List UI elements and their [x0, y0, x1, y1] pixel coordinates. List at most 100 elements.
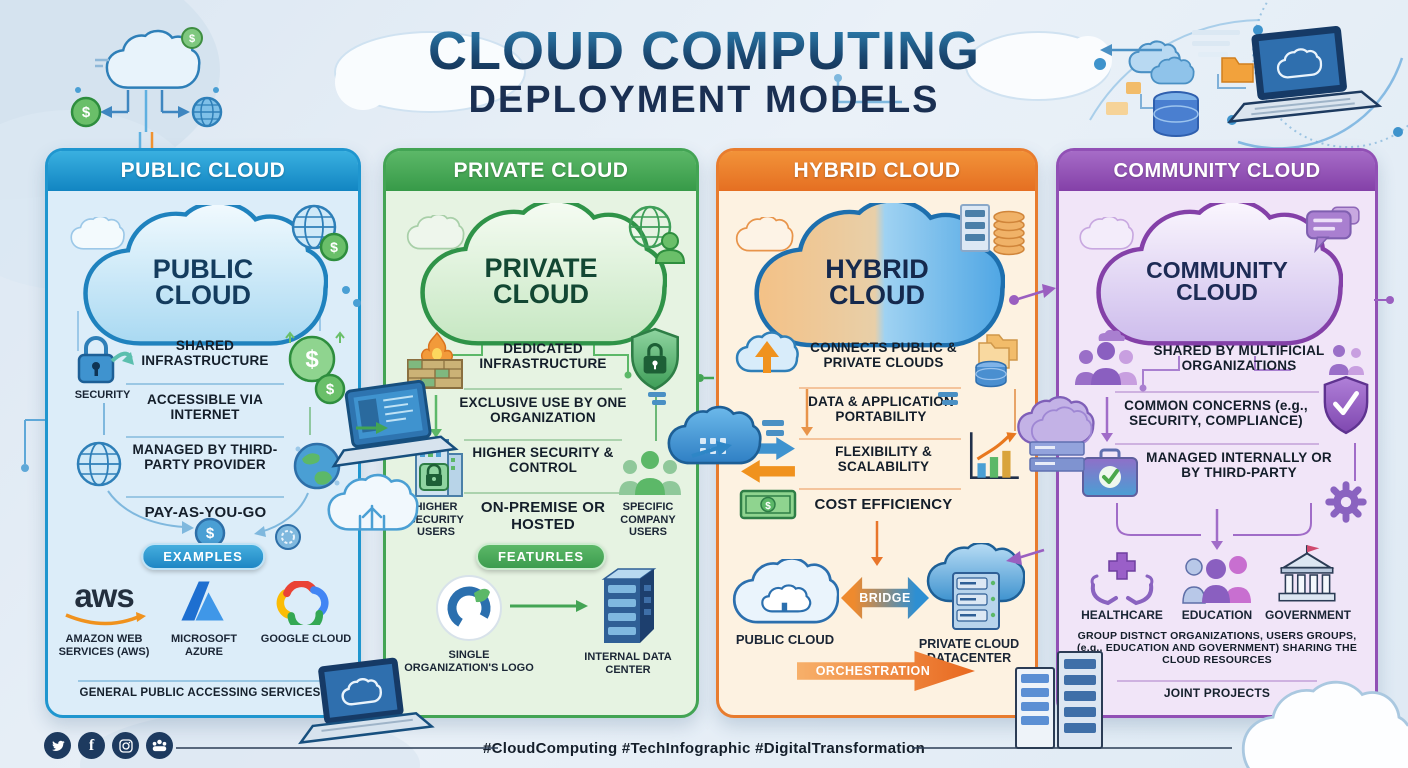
firewall-icon: [407, 331, 463, 389]
internet-globe-icon: [76, 441, 122, 487]
divider: [78, 680, 322, 682]
example-label: GOOGLE CLOUD: [260, 633, 352, 645]
public-cloud-small-icon: [732, 559, 839, 624]
public-cloud-node-label: PUBLIC CLOUD: [735, 632, 835, 647]
private-cloud-body: PRIVATE CLOUD: [386, 191, 696, 715]
community-cloud-header: COMMUNITY CLOUD: [1059, 151, 1375, 191]
example-label: MICROSOFT AZURE: [171, 633, 237, 658]
orchestration-label: ORCHESTRATION: [815, 664, 931, 678]
feature-item: COMMON CONCERNS (e.g., SECURITY, COMPLIA…: [1124, 398, 1308, 429]
divider: [799, 438, 961, 440]
azure-logo: [181, 581, 224, 621]
private-cloud-shape: PRIVATE CLOUD: [415, 203, 667, 353]
sector-label: EDUCATION: [1181, 608, 1253, 622]
dollar-coin-small-icon: $: [194, 517, 226, 549]
private-cloud-header: PRIVATE CLOUD: [386, 151, 696, 191]
feature-item: HIGHER SECURITY & CONTROL: [472, 445, 614, 476]
feature-item: EXCLUSIVE USE BY ONE ORGANIZATION: [459, 395, 627, 426]
feature-item: PAY-AS-YOU-GO: [144, 504, 267, 521]
folders-database-icon: [975, 334, 1018, 388]
shield-check-icon: [1323, 375, 1369, 435]
security-lock-icon: [77, 336, 134, 384]
aws-logo-text: aws: [74, 577, 134, 614]
higher-security-users-label: HIGHER SECURITY USERS: [408, 501, 464, 539]
twitter-icon[interactable]: [44, 732, 71, 759]
hybrid-cloud-column: HYBRID CLOUD HYBRID CLOUD: [716, 148, 1038, 718]
hybrid-cloud-header: HYBRID CLOUD: [719, 151, 1035, 191]
secure-building-icon: [415, 439, 463, 497]
network-dot-icon: [275, 524, 301, 550]
public-cloud-header-label: PUBLIC CLOUD: [120, 159, 286, 182]
feature-item: ON-PREMISE OR HOSTED: [480, 499, 606, 534]
divider: [1115, 443, 1319, 445]
sector-label: GOVERNMENT: [1264, 608, 1351, 622]
svg-text:$: $: [326, 381, 335, 398]
data-center-icon: [601, 568, 657, 643]
divider: [799, 488, 961, 490]
examples-badge: EXAMPLES: [141, 543, 265, 570]
swap-arrows-icon: [741, 437, 795, 483]
cloud-upload-icon: [735, 331, 799, 373]
divider: [126, 436, 284, 438]
briefcase-check-icon: [1082, 448, 1138, 497]
globe-user-icon: [628, 205, 686, 264]
dollar-coins-icon: $ $: [285, 331, 346, 405]
hybrid-cloud-label-1: HYBRID: [825, 254, 929, 285]
sector-label: HEALTHCARE: [1081, 608, 1163, 622]
feature-item: DEDICATED INFRASTRUCTURE: [479, 341, 607, 372]
community-bottom-text: JOINT PROJECTS: [1163, 686, 1271, 700]
hybrid-cloud-shape: HYBRID CLOUD: [749, 203, 1005, 355]
features-badge: FEATURLES: [475, 543, 607, 570]
private-datacenter-icon: [926, 543, 1025, 630]
community-cloud-shape: COMMUNITY CLOUD: [1091, 203, 1343, 353]
feature-item: DATA & APPLICATION PORTABILITY: [808, 394, 954, 425]
government-icon: [1278, 545, 1336, 602]
feature-item: MANAGED BY THIRD-PARTY PROVIDER: [132, 442, 278, 473]
chat-bubble-icon: [1306, 206, 1360, 253]
public-cloud-body: PUBLIC CLOUD $ SECURITY $: [48, 191, 358, 715]
hybrid-cloud-header-label: HYBRID CLOUD: [793, 159, 961, 182]
divider: [126, 383, 284, 385]
bridge-arrow: BRIDGE: [841, 576, 929, 620]
bridge-label: BRIDGE: [859, 591, 911, 605]
svg-text:$: $: [305, 346, 319, 373]
feature-item: ACCESSIBLE VIA INTERNET: [146, 392, 264, 423]
server-coins-icon: [960, 204, 1025, 256]
community-cloud-label-2: CLOUD: [1176, 279, 1258, 305]
members-icon: [1329, 345, 1364, 375]
social-bar: f: [44, 732, 173, 759]
feature-item: CONNECTS PUBLIC & PRIVATE CLOUDS: [810, 340, 957, 371]
feature-item: FLEXIBILITY & SCALABILITY: [835, 444, 932, 475]
globe-dollar-icon: $: [291, 204, 349, 262]
divider: [1117, 680, 1317, 682]
money-icon: $: [739, 489, 797, 520]
public-bottom-text: GENERAL PUBLIC ACCESSING SERVICES: [79, 687, 321, 699]
title-block: CLOUD COMPUTING DEPLOYMENT MODELS: [0, 23, 1408, 119]
divider: [126, 496, 284, 498]
facebook-icon[interactable]: f: [78, 732, 105, 759]
healthcare-icon: [1090, 552, 1154, 606]
organization-logo-label: SINGLE ORGANIZATION'S LOGO: [404, 649, 534, 674]
feature-item: SHARED INFRASTRUCTURE: [141, 338, 269, 369]
private-cloud-label-2: CLOUD: [493, 279, 589, 309]
shield-lock-icon: [631, 327, 679, 391]
specific-company-users-label: SPECIFIC COMPANY USERS: [620, 501, 676, 539]
organization-logo: [436, 575, 502, 641]
private-datacenter-label: PRIVATE CLOUD DATACENTER: [918, 637, 1020, 666]
community-icon[interactable]: [146, 732, 173, 759]
community-cloud-column: COMMUNITY CLOUD COMMUNITY CLOUD: [1056, 148, 1378, 718]
feature-item: MANAGED INTERNALLY OR BY THIRD-PARTY: [1146, 450, 1332, 481]
public-cloud-column: PUBLIC CLOUD PUBLIC CLOUD: [45, 148, 361, 718]
footer-hashtags: #CloudComputing #TechInfographic #Digita…: [482, 740, 926, 757]
private-cloud-column: PRIVATE CLOUD PRIVATE CLOUD: [383, 148, 699, 718]
community-cloud-label-1: COMMUNITY: [1146, 257, 1288, 284]
community-cloud-header-label: COMMUNITY CLOUD: [1113, 159, 1321, 182]
divider: [464, 439, 622, 441]
main-title: CLOUD COMPUTING: [0, 23, 1408, 79]
instagram-icon[interactable]: [112, 732, 139, 759]
data-center-label: INTERNAL DATA CENTER: [584, 651, 672, 676]
svg-text:$: $: [330, 239, 338, 255]
aws-logo: aws: [62, 577, 146, 629]
divider: [464, 388, 622, 390]
